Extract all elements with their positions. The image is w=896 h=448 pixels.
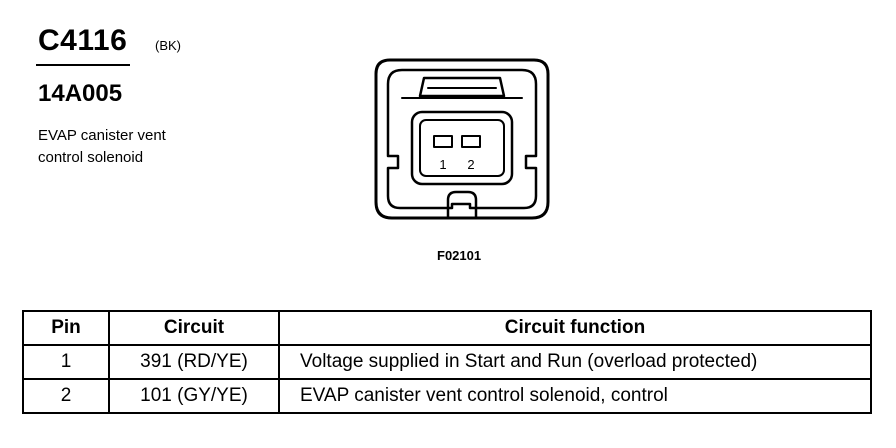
description-line-1: EVAP canister vent: [38, 127, 166, 144]
connector-housing-outline: [374, 58, 550, 220]
header-pin: Pin: [22, 310, 110, 346]
circuit-function-cell: Voltage supplied in Start and Run (overl…: [278, 344, 872, 380]
header-circuit: Circuit: [108, 310, 280, 346]
title-divider: [36, 64, 130, 66]
table-row: 1 391 (RD/YE) Voltage supplied in Start …: [22, 344, 872, 380]
table-row: 2 101 (GY/YE) EVAP canister vent control…: [22, 378, 872, 414]
connector-id: C4116: [38, 24, 128, 57]
component-description: EVAP canister vent control solenoid: [38, 125, 238, 169]
pin-2-label: 2: [467, 157, 474, 172]
part-number: 14A005: [38, 80, 123, 107]
terminal-pin-1: [433, 135, 453, 148]
header-circuit-function: Circuit function: [278, 310, 872, 346]
locking-latch: [418, 76, 506, 98]
connector-face-diagram: 1 2: [374, 58, 550, 220]
description-line-2: control solenoid: [38, 149, 144, 166]
pin-cell: 2: [22, 378, 110, 414]
circuit-function-cell: EVAP canister vent control solenoid, con…: [278, 378, 872, 414]
connector-color-code: (BK): [155, 38, 181, 53]
connector-housing-inner-outline: [386, 68, 538, 210]
pin-1-label: 1: [439, 157, 446, 172]
terminal-cavity: [410, 110, 514, 186]
circuit-cell: 391 (RD/YE): [108, 344, 280, 380]
terminal-cavity-inner: [419, 119, 505, 177]
circuit-cell: 101 (GY/YE): [108, 378, 280, 414]
pin-cell: 1: [22, 344, 110, 380]
figure-code: F02101: [437, 248, 482, 263]
terminal-pin-2: [461, 135, 481, 148]
pinout-table: Pin Circuit Circuit function 1 391 (RD/Y…: [22, 310, 872, 414]
table-header-row: Pin Circuit Circuit function: [22, 310, 872, 346]
keyway: [446, 190, 478, 220]
